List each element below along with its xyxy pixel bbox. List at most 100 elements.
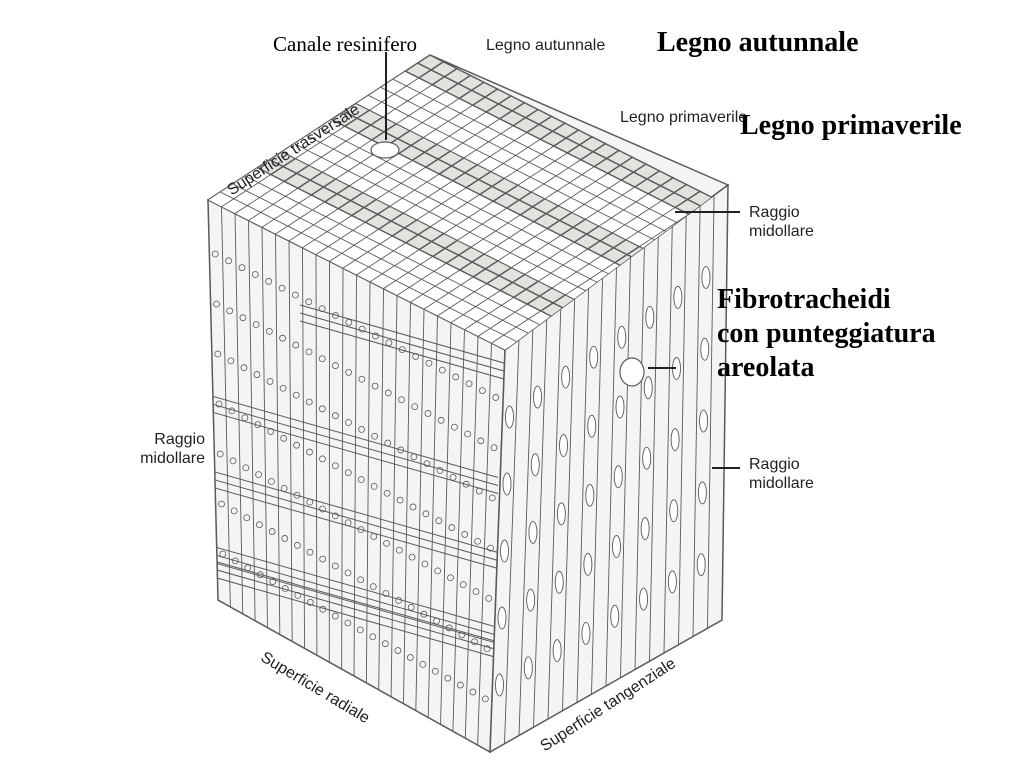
bordered-pit [226,307,234,315]
radial-tracheid-wall [477,343,492,746]
bordered-pit [215,400,223,408]
bordered-pit [381,640,389,648]
ray-in-tangential-section [640,517,650,541]
bordered-pit [229,457,237,465]
ray-in-tangential-section [669,499,679,523]
ray-cell-wall [208,394,499,478]
bordered-pit [305,298,313,306]
bordered-pit [255,471,263,479]
bordered-pit [431,667,439,675]
bordered-pit [293,541,301,549]
bordered-pit [218,500,225,508]
bordered-pit [357,476,365,483]
bordered-pit [382,590,390,597]
ray-in-tangential-section [639,587,649,611]
tangential-tracheid-wall [576,288,590,703]
ray-cell-wall [208,402,499,486]
bordered-pit [265,327,273,335]
bordered-pit [318,405,326,413]
bordered-pit [293,491,301,499]
bordered-pit [490,444,498,452]
radial-tracheid-wall [427,315,438,718]
ray-in-tangential-section [696,553,706,577]
ray-cell-wall [299,304,505,388]
ray-in-tangential-section [617,325,627,349]
bordered-pit [488,494,496,502]
tangential-tracheid-wall [533,319,548,728]
ray-cell-wall [208,544,499,628]
bordered-pit [450,423,458,431]
ray-in-tangential-section [528,520,538,544]
bordered-pit [420,610,428,618]
bordered-pit [225,257,233,265]
bordered-pit [459,581,467,589]
bordered-pit [305,348,313,356]
bordered-pit [383,539,390,547]
bordered-pit [485,594,493,602]
tangential-tracheid-wall [649,236,659,662]
bordered-pit [465,380,473,388]
ray-cell-wall [209,575,501,659]
bordered-pit [279,334,286,342]
resin-canal-tangential [619,357,645,387]
bordered-pit [306,548,314,556]
radial-tracheids [208,200,505,752]
bordered-pit [477,437,485,445]
ray-in-tangential-section [495,673,504,697]
bordered-pit [292,341,300,349]
bordered-pit [331,462,339,470]
bordered-pit [371,432,379,440]
bordered-pit [461,531,469,538]
ray-in-tangential-section [581,621,591,645]
ray-in-tangential-section [670,428,680,452]
bordered-pit [436,467,444,474]
bordered-pit [398,396,405,404]
label-legno-primaverile: Legno primaverile [740,110,962,141]
bordered-pit [211,250,219,258]
radial-tracheid-wall [390,295,398,697]
bordered-pit [243,514,251,522]
label-legno-autunnale: Legno autunnale [657,27,859,58]
ray-in-tangential-section [589,345,599,369]
label-canale-resinifero: Canale resinifero [273,32,418,56]
bordered-pit [394,647,402,654]
ray-in-tangential-section [554,570,564,594]
bordered-pit [344,619,352,627]
label-legno-primaverile-small: Legno primaverile [620,109,748,126]
bordered-pit [239,314,247,322]
bordered-pit [331,512,339,520]
ray-in-tangential-section [642,446,652,470]
bordered-pit [472,588,480,595]
ray-cell-wall [208,560,499,644]
bordered-pit [469,688,477,696]
radial-tracheid-wall [302,247,305,649]
bordered-pit [452,373,460,381]
ray-in-tangential-section [559,434,568,457]
transverse-cells [208,55,728,350]
ray-in-tangential-section [643,376,653,400]
bordered-pit [318,355,326,363]
ray-in-tangential-section [699,409,709,433]
radial-tracheid-wall [275,234,281,635]
ray-cell-wall [208,469,499,553]
bordered-pit [241,414,249,422]
ray-in-tangential-section [530,453,540,477]
tangential-tracheid-wall [663,226,673,654]
bordered-pit [213,300,220,308]
bordered-pit [345,419,352,426]
bordered-pit [409,503,417,511]
bordered-pit [253,371,261,378]
ray-cell-wall [208,485,499,569]
bordered-pit [358,375,366,383]
ray-in-tangential-section [561,365,571,389]
bordered-pit [481,695,489,703]
ray-in-tangential-section [667,570,677,594]
ray-cell-wall [208,410,499,494]
bordered-pit [256,521,263,529]
ray-in-tangential-section [583,552,593,576]
radial-tracheid-wall [440,322,452,725]
bordered-pit [216,450,224,458]
ray-in-tangential-section [615,395,625,419]
